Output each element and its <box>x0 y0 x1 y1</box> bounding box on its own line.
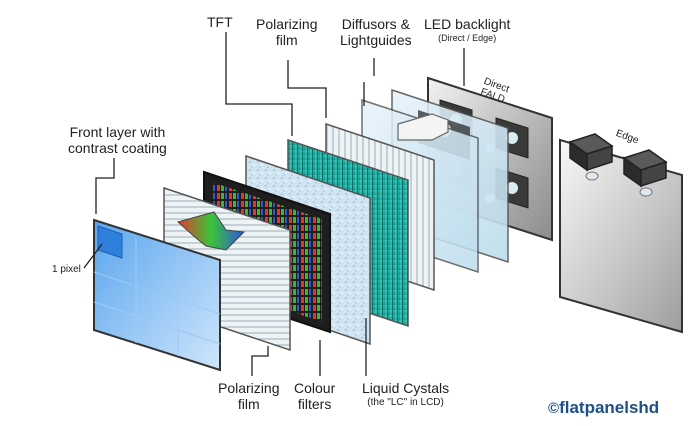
led-module-icon <box>622 149 668 197</box>
copyright-icon: © <box>548 400 560 417</box>
front-layer <box>93 218 221 372</box>
light-arrow-icon <box>397 113 449 141</box>
label-tft: TFT <box>207 14 233 30</box>
label-led-backlight: LED backlight(Direct / Edge) <box>424 16 511 43</box>
led-module-icon <box>568 133 614 181</box>
rgb-arrow-icon <box>176 211 246 251</box>
pixel-highlight <box>97 225 123 259</box>
label-liquid-crystals: Liquid Cystals(the "LC" in LCD) <box>362 380 450 408</box>
leader-lines <box>83 32 465 376</box>
label-one-pixel: 1 pixel <box>52 264 81 275</box>
edge-backlight-layer <box>559 133 683 334</box>
label-diffusors-lightguides: Diffusors &Lightguides <box>340 16 412 48</box>
brand-logo: ©flatpanelshd <box>548 398 659 418</box>
brand-name: flatpanelshd <box>559 398 660 417</box>
